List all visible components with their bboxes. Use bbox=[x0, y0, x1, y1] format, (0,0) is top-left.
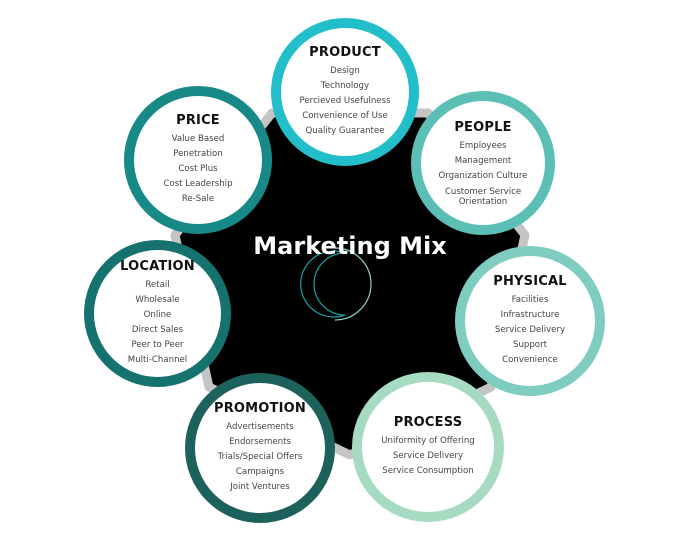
segment-item: Endorsements bbox=[229, 437, 291, 447]
segment-item: Value Based bbox=[171, 134, 225, 144]
segment-item: Management bbox=[454, 155, 512, 166]
diagram-title: Marketing Mix bbox=[253, 232, 447, 260]
segment-item: Peer to Peer bbox=[131, 340, 184, 350]
segment-item: Quality Guarantee bbox=[305, 126, 385, 136]
segment-item: Service Delivery bbox=[494, 325, 566, 335]
segment-item: Uniformity of Offering bbox=[381, 436, 475, 446]
segment-title: PHYSICAL bbox=[493, 274, 567, 289]
segment-item: Re-Sale bbox=[181, 194, 215, 204]
segment-title: PROMOTION bbox=[213, 401, 306, 416]
segment-item: Direct Sales bbox=[131, 325, 184, 335]
segment-item: Penetration bbox=[173, 149, 223, 159]
segment-item: Campaigns bbox=[235, 467, 285, 477]
logo-icon bbox=[300, 247, 372, 321]
segment-title: PRODUCT bbox=[309, 45, 381, 60]
segment-item: Joint Ventures bbox=[230, 482, 290, 492]
segment-title: PRICE bbox=[176, 113, 220, 128]
segment-item: Cost Leadership bbox=[163, 179, 233, 189]
segment-item: Trials/Special Offers bbox=[217, 452, 303, 462]
segment-item: Online bbox=[143, 310, 172, 320]
segment-item: Infrastructure bbox=[500, 310, 560, 320]
segment-item: Customer Service Orientation bbox=[444, 186, 522, 207]
segment-item: Advertisements bbox=[226, 422, 294, 432]
segment-item: Service Delivery bbox=[392, 451, 464, 461]
segment-item: Retail bbox=[145, 280, 170, 290]
segment-item: Percieved Usefulness bbox=[299, 96, 391, 106]
segment-item: Convenience of Use bbox=[302, 111, 388, 121]
segment-item: Organization Culture bbox=[438, 170, 528, 181]
segment-item: Facilities bbox=[511, 295, 549, 305]
segment-title: PROCESS bbox=[393, 415, 463, 430]
segment-item: Wholesale bbox=[135, 295, 180, 305]
segment-item: Design bbox=[330, 66, 360, 76]
segment-item: Technology bbox=[320, 81, 370, 91]
segment-item: Cost Plus bbox=[178, 164, 218, 174]
segment-item: Employees bbox=[459, 140, 507, 151]
segment-item: Support bbox=[513, 340, 547, 350]
segment-item: Service Consumption bbox=[382, 466, 474, 476]
segment-title: PEOPLE bbox=[454, 119, 512, 135]
segment-item: Multi-Channel bbox=[127, 355, 188, 365]
segment-title: LOCATION bbox=[120, 259, 195, 274]
segment-item: Convenience bbox=[502, 355, 558, 365]
